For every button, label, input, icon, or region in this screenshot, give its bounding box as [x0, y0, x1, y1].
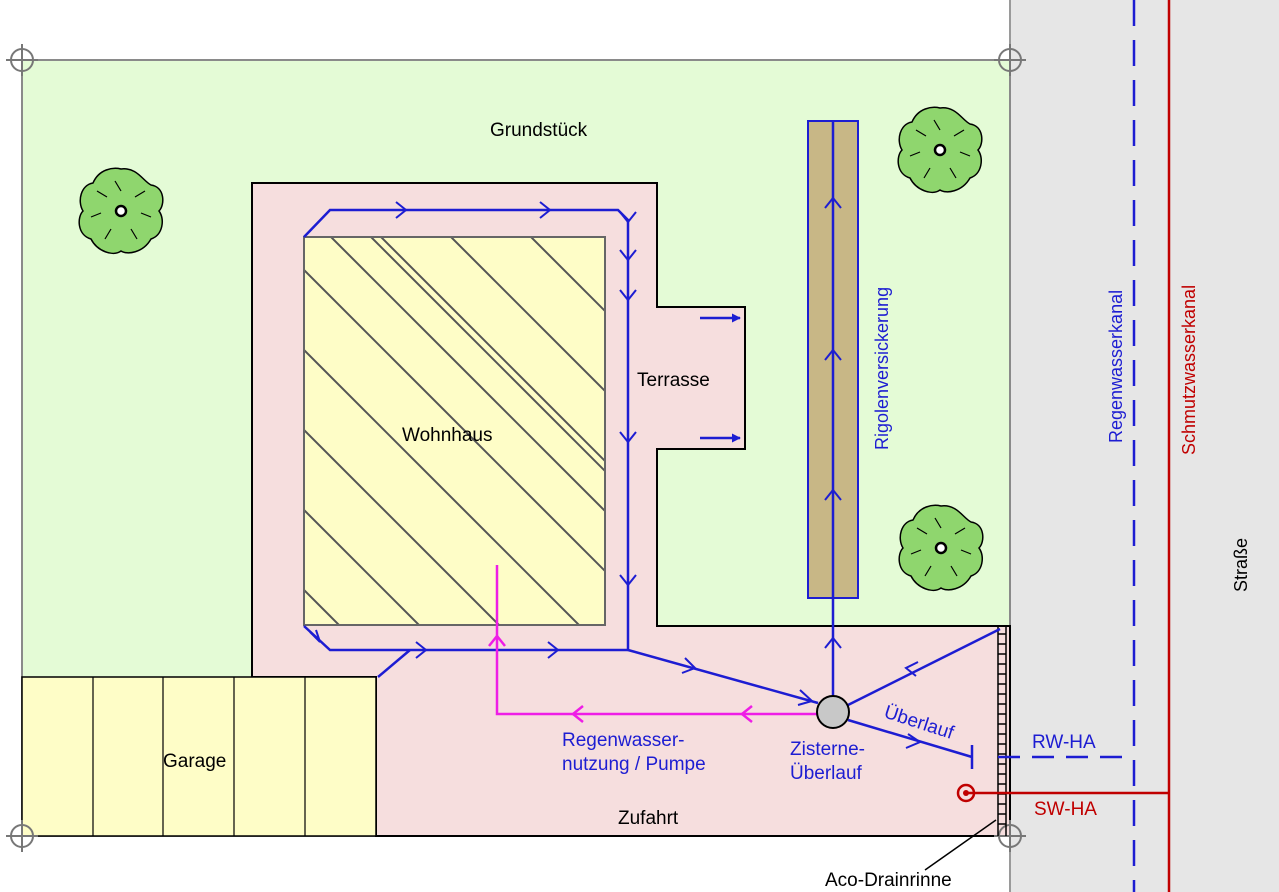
label-nutzung-line1: Regenwasser- — [562, 730, 685, 751]
rainwater-usage-line — [488, 565, 818, 723]
boundary-marker-icon — [6, 820, 38, 852]
tree-icon — [897, 106, 983, 194]
label-schmutzwasserkanal: Schmutzwasserkanal — [1179, 285, 1199, 455]
house — [303, 236, 606, 626]
cistern-icon — [816, 695, 850, 729]
label-zisterne-line1: Zisterne- — [790, 739, 865, 760]
label-grundstueck: Grundstück — [490, 120, 588, 141]
boundary-marker-icon — [6, 44, 38, 76]
label-rigolenversickerung: Rigolenversickerung — [872, 287, 892, 450]
label-aco-drainrinne: Aco-Drainrinne — [825, 870, 952, 891]
label-regenwasserkanal: Regenwasserkanal — [1106, 290, 1126, 443]
boundary-marker-icon — [994, 820, 1026, 852]
label-zisterne-line2: Überlauf — [790, 763, 863, 784]
label-strasse: Straße — [1231, 538, 1251, 592]
aco-leader-line — [924, 819, 997, 871]
label-terrasse: Terrasse — [637, 370, 710, 391]
wastewater-connection-icon — [956, 783, 976, 803]
label-sw-ha: SW-HA — [1034, 799, 1097, 820]
aco-drain-channel — [997, 626, 1007, 836]
label-wohnhaus: Wohnhaus — [402, 425, 493, 446]
label-zufahrt: Zufahrt — [618, 808, 679, 829]
boundary-marker-icon — [994, 44, 1026, 76]
label-garage: Garage — [163, 751, 226, 772]
garage — [21, 676, 377, 837]
street-area — [1010, 0, 1279, 892]
label-rw-ha: RW-HA — [1032, 732, 1096, 753]
tree-icon — [78, 167, 164, 255]
tree-icon — [898, 504, 984, 592]
label-nutzung-line2: nutzung / Pumpe — [562, 754, 706, 775]
flow-direction-arrows — [309, 196, 923, 749]
